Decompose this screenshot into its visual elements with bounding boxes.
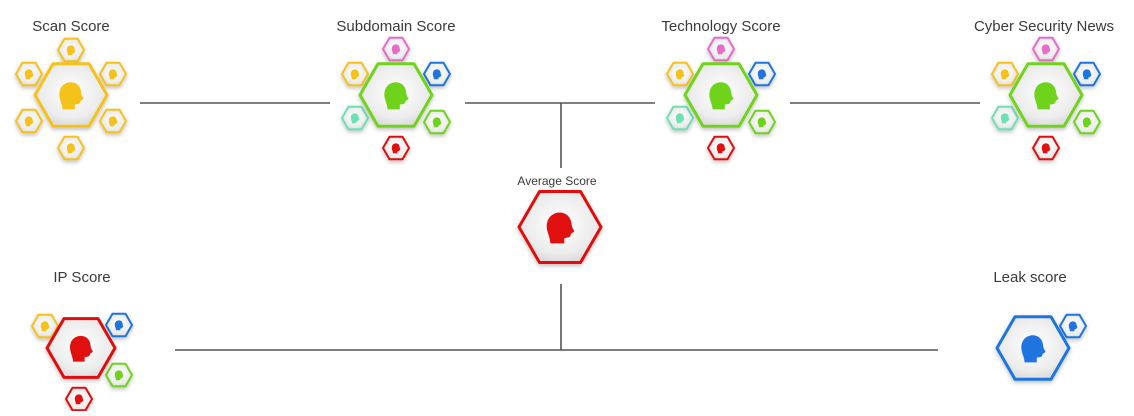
scan-satellite [15, 108, 43, 134]
head-icon [432, 69, 442, 80]
head-icon [69, 335, 93, 362]
scan-satellite [57, 135, 85, 161]
head-icon [675, 113, 685, 124]
cyber-security-news-label: Cyber Security News [973, 18, 1115, 35]
ip-satellite [105, 362, 133, 388]
head-icon [716, 44, 726, 55]
scan-satellite [57, 37, 85, 63]
head-icon [1034, 82, 1059, 110]
head-icon [40, 321, 50, 332]
cyber-news-satellite [1032, 36, 1060, 62]
nodes-layer [15, 36, 1101, 412]
subdomain-satellite [382, 135, 410, 161]
head-icon [66, 45, 76, 56]
ip-satellite [31, 313, 59, 339]
head-icon [391, 143, 401, 154]
head-icon [709, 82, 734, 110]
cyber-news-node [991, 36, 1101, 161]
cyber-news-satellite [1073, 61, 1101, 87]
cyber-news-satellite [991, 105, 1019, 131]
head-icon [1000, 69, 1010, 80]
ip-satellite [105, 312, 133, 338]
subdomain-satellite [341, 105, 369, 131]
head-icon [384, 82, 409, 110]
leak-score-label: Leak score [993, 269, 1067, 286]
scan-satellite [15, 61, 43, 87]
cyber-news-satellite [991, 61, 1019, 87]
subdomain-satellite [341, 61, 369, 87]
ip-score-label: IP Score [53, 269, 111, 286]
head-icon [1082, 69, 1092, 80]
subdomain-satellite [382, 36, 410, 62]
technology-satellite [748, 109, 776, 135]
head-icon [24, 69, 34, 80]
head-icon [1041, 143, 1051, 154]
head-icon [675, 69, 685, 80]
head-icon [1068, 321, 1078, 332]
technology-node [666, 36, 776, 161]
head-icon [74, 394, 84, 405]
head-icon [66, 143, 76, 154]
scan-node [15, 37, 127, 161]
head-icon [108, 116, 118, 127]
cyber-news-satellite [1032, 135, 1060, 161]
scan-score-label: Scan Score [32, 18, 110, 35]
head-icon [432, 117, 442, 128]
cyber-news-main-hex [1008, 62, 1084, 128]
leak-node [995, 313, 1087, 381]
leak-main-hex [995, 315, 1071, 381]
average-main-hex [517, 190, 603, 264]
head-icon [391, 44, 401, 55]
ip-main-hex [45, 317, 117, 379]
cyber-news-satellite [1073, 109, 1101, 135]
head-icon [24, 116, 34, 127]
average-node [517, 190, 603, 264]
scan-satellite [99, 61, 127, 87]
head-icon [350, 69, 360, 80]
average-score-label: Average Score [517, 174, 597, 188]
leak-satellite [1059, 313, 1087, 339]
head-icon [59, 82, 84, 110]
technology-satellite [707, 135, 735, 161]
subdomain-node [341, 36, 451, 161]
subdomain-satellite [423, 61, 451, 87]
scan-satellite [99, 108, 127, 134]
head-icon [1082, 117, 1092, 128]
technology-satellite [707, 36, 735, 62]
subdomain-main-hex [358, 62, 434, 128]
subdomain-score-label: Subdomain Score [336, 18, 456, 35]
head-icon [757, 69, 767, 80]
head-icon [114, 320, 124, 331]
technology-main-hex [683, 62, 759, 128]
head-icon [546, 212, 575, 244]
head-icon [716, 143, 726, 154]
technology-satellite [666, 61, 694, 87]
connectors [140, 102, 980, 351]
head-icon [1021, 335, 1046, 363]
technology-score-label: Technology Score [661, 18, 781, 35]
scan-main-hex [33, 62, 109, 128]
head-icon [114, 370, 124, 381]
subdomain-satellite [423, 109, 451, 135]
head-icon [1041, 44, 1051, 55]
head-icon [108, 69, 118, 80]
head-icon [350, 113, 360, 124]
ip-node [31, 312, 133, 412]
head-icon [757, 117, 767, 128]
ip-satellite [65, 386, 93, 412]
technology-satellite [666, 105, 694, 131]
head-icon [1000, 113, 1010, 124]
technology-satellite [748, 61, 776, 87]
